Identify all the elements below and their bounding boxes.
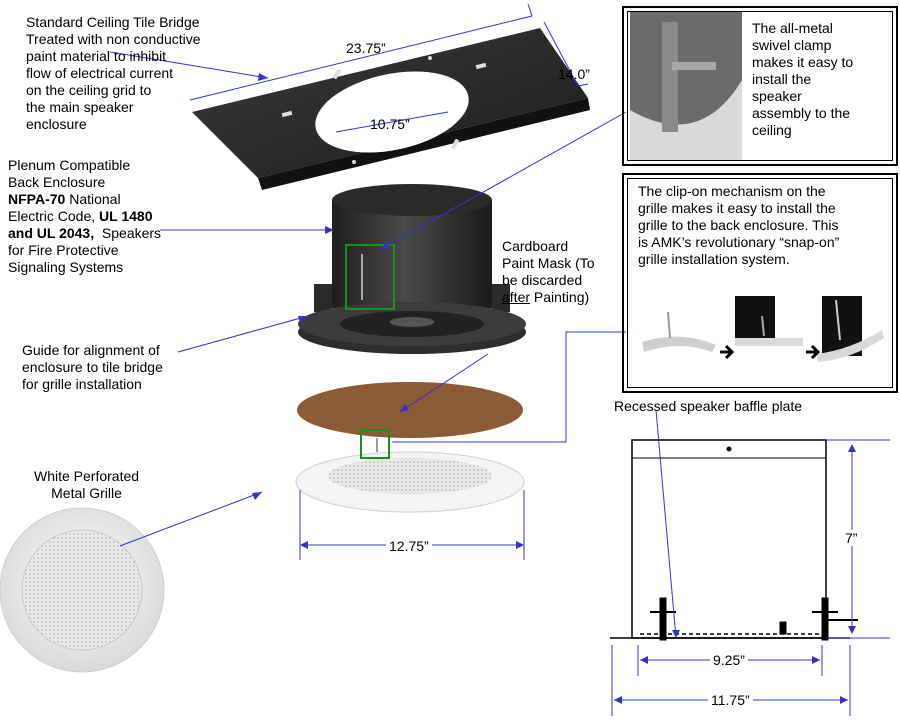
height-dimension: 7”	[842, 530, 861, 546]
tile-bridge	[192, 28, 590, 190]
clamp-highlight	[345, 244, 395, 310]
grille-front-view	[0, 507, 165, 673]
clip-on-text: The clip-on mechanism on the grille make…	[638, 183, 840, 267]
swivel-clamp-photo	[630, 12, 742, 160]
arrow-right-icon	[806, 344, 821, 360]
grille-side-view	[295, 429, 525, 513]
outer-width-dimension: 11.75”	[708, 692, 753, 708]
clip-on-photo-1	[642, 311, 716, 352]
bridge-width-dimension: 14.0”	[558, 66, 590, 82]
bridge-length-dimension: 23.75”	[346, 40, 386, 56]
grille-diameter-dimension: 12.75”	[386, 538, 432, 554]
bridge-hole-dimension: 10.75”	[370, 116, 410, 132]
baffle-drawing	[610, 439, 858, 641]
clip-on-callout	[622, 173, 898, 393]
swivel-clamp-text: The all-metal swivel clamp makes it easy…	[752, 20, 854, 138]
clip-highlight	[360, 429, 390, 459]
arrow-right-icon	[720, 344, 735, 360]
inner-width-dimension: 9.25”	[710, 652, 748, 668]
guide-label: Guide for alignment of enclosure to tile…	[22, 342, 163, 392]
dimension-arrowheads	[300, 444, 856, 704]
grille-label: White Perforated Metal Grille	[34, 468, 140, 501]
baffle-plate-label: Recessed speaker baffle plate	[614, 398, 803, 414]
leader-arrowheads	[252, 73, 680, 638]
tile-bridge-label: Standard Ceiling Tile Bridge Treated wit…	[26, 14, 201, 132]
back-enclosure	[298, 184, 526, 354]
leader-lines	[109, 51, 677, 639]
cardboard-paint-mask	[297, 382, 523, 438]
swivel-clamp-callout	[622, 6, 898, 166]
clip-on-photo-3	[816, 296, 884, 362]
cardboard-mask-label: Cardboard Paint Mask (To be discarded af…	[502, 238, 595, 305]
back-enclosure-label: Plenum Compatible Back Enclosure NFPA-70…	[8, 157, 162, 275]
clip-on-photo-2	[735, 296, 803, 346]
